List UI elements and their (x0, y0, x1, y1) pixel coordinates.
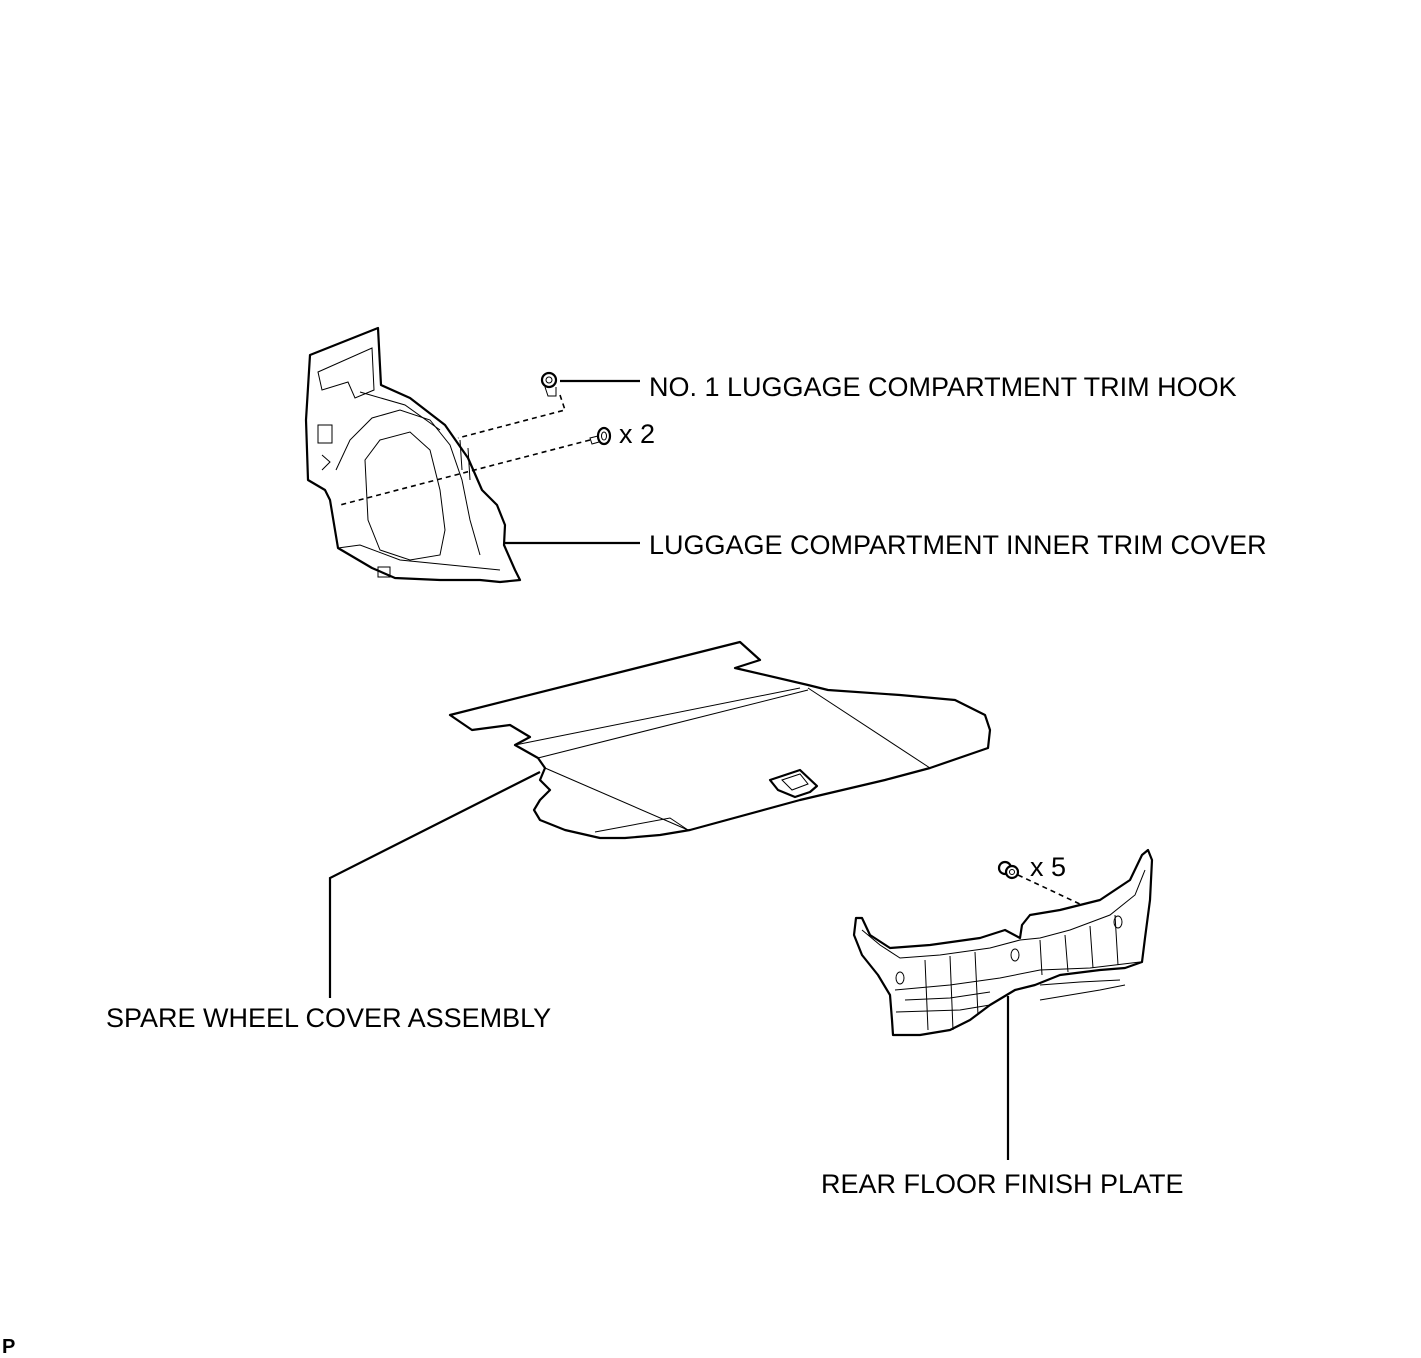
plate-clip-quantity: x 5 (1030, 852, 1066, 882)
spare-wheel-cover-leader (328, 771, 541, 998)
hook-clip-quantity: x 2 (619, 419, 655, 449)
rear-floor-plate-illustration (852, 848, 1154, 1037)
plate-clip-dash-line (1017, 874, 1083, 906)
plate-clip-icon (997, 860, 1020, 880)
rear-floor-plate-label: REAR FLOOR FINISH PLATE (821, 1169, 1184, 1199)
spare-wheel-cover-label: SPARE WHEEL COVER ASSEMBLY (106, 1003, 551, 1033)
inner-trim-cover-label: LUGGAGE COMPARTMENT INNER TRIM COVER (649, 530, 1267, 560)
hook-clip-icon (589, 426, 612, 446)
trim-hook-label: NO. 1 LUGGAGE COMPARTMENT TRIM HOOK (649, 372, 1237, 402)
trim-hook-illustration (540, 371, 558, 397)
clip-dash-line (339, 439, 591, 506)
inner-trim-cover-illustration (304, 326, 522, 584)
illustration-code: P (2, 1336, 15, 1358)
spare-wheel-cover-illustration (448, 640, 992, 840)
hook-dash-line (457, 394, 567, 439)
